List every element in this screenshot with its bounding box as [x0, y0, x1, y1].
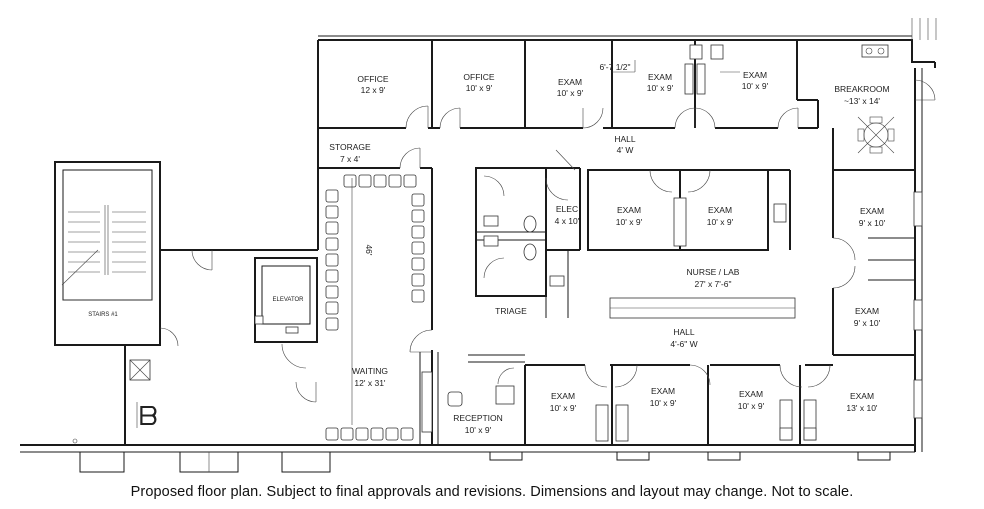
hall-bottom-size: 4'-6" W — [670, 339, 697, 349]
right-exam-walls — [832, 169, 923, 419]
dimension-note: 6'-7 1/2" — [599, 62, 630, 72]
top-row-walls — [318, 18, 937, 170]
stairs-lobby: ᗷ — [54, 161, 213, 445]
waiting-name: WAITING — [352, 366, 388, 376]
exam-bot-2-name: EXAM — [651, 386, 675, 396]
storage-size: 7 x 4' — [340, 154, 360, 164]
office-2-size: 10' x 9' — [466, 83, 493, 93]
office-2-name: OFFICE — [463, 72, 494, 82]
exam-top-3-name: EXAM — [743, 70, 767, 80]
waiting-chairs — [325, 174, 425, 441]
elec-size: 4 x 10' — [555, 216, 580, 226]
triage-name: TRIAGE — [495, 306, 527, 316]
floor-plan: ᗷ OFFICE 12 x 9' OFFICE 10' x 9' EXAM 10… — [20, 18, 937, 473]
exam-top-2-name: EXAM — [648, 72, 672, 82]
stairs-name: STAIRS #1 — [88, 312, 118, 318]
reception-walls — [419, 352, 525, 445]
exam-bot-3-size: 10' x 9' — [738, 401, 765, 411]
nurse-lab-size: 27' x 7'-6" — [695, 279, 732, 289]
exam-bot-4-size: 13' x 10' — [846, 403, 878, 413]
exam-mid-1-size: 10' x 9' — [616, 217, 643, 227]
nurse-lab — [609, 297, 796, 319]
storage-name: STORAGE — [329, 142, 371, 152]
hall-top-size: 4' W — [617, 145, 634, 155]
exam-right-1-size: 9' x 10' — [859, 218, 886, 228]
office-1-name: OFFICE — [357, 74, 388, 84]
exam-right-2-size: 9' x 10' — [854, 318, 881, 328]
exam-mid-2-name: EXAM — [708, 205, 732, 215]
exam-right-1-name: EXAM — [860, 206, 884, 216]
exam-top-2-size: 10' x 9' — [647, 83, 674, 93]
breakroom-name: BREAKROOM — [834, 84, 889, 94]
hall-top-name: HALL — [614, 134, 636, 144]
room-labels: OFFICE 12 x 9' OFFICE 10' x 9' EXAM 10' … — [88, 62, 889, 435]
elevator-name: ELEVATOR — [272, 297, 304, 303]
exam-bot-1-name: EXAM — [551, 391, 575, 401]
entry-doors — [72, 438, 891, 473]
exam-mid-1-name: EXAM — [617, 205, 641, 215]
exam-bot-4-name: EXAM — [850, 391, 874, 401]
exterior-walls — [20, 35, 936, 453]
exam-bot-2-size: 10' x 9' — [650, 398, 677, 408]
exam-bot-1-size: 10' x 9' — [550, 403, 577, 413]
center-core-walls — [475, 149, 581, 318]
exam-top-3-size: 10' x 9' — [742, 81, 769, 91]
waiting-area-walls — [318, 147, 433, 445]
plan-caption: Proposed floor plan. Subject to final ap… — [130, 484, 854, 500]
exam-bot-3-name: EXAM — [739, 389, 763, 399]
svg-text:ᗷ: ᗷ — [139, 401, 158, 431]
exam-mid-2-size: 10' x 9' — [707, 217, 734, 227]
exam-right-2-name: EXAM — [855, 306, 879, 316]
nurse-lab-name: NURSE / LAB — [687, 267, 740, 277]
stair-treads — [61, 205, 146, 286]
exam-top-1-name: EXAM — [558, 77, 582, 87]
waiting-dimension: 46' — [364, 244, 374, 255]
exam-top-1-size: 10' x 9' — [557, 88, 584, 98]
bottom-exam-walls — [524, 364, 833, 445]
elevator — [254, 257, 318, 403]
center-exam-walls — [587, 169, 791, 251]
reception-name: RECEPTION — [453, 413, 503, 423]
waiting-size: 12' x 31' — [354, 378, 386, 388]
office-1-size: 12 x 9' — [361, 85, 386, 95]
breakroom-size: ~13' x 14' — [844, 96, 880, 106]
elec-name: ELEC — [556, 204, 578, 214]
reception-size: 10' x 9' — [465, 425, 492, 435]
hall-bottom-name: HALL — [673, 327, 695, 337]
